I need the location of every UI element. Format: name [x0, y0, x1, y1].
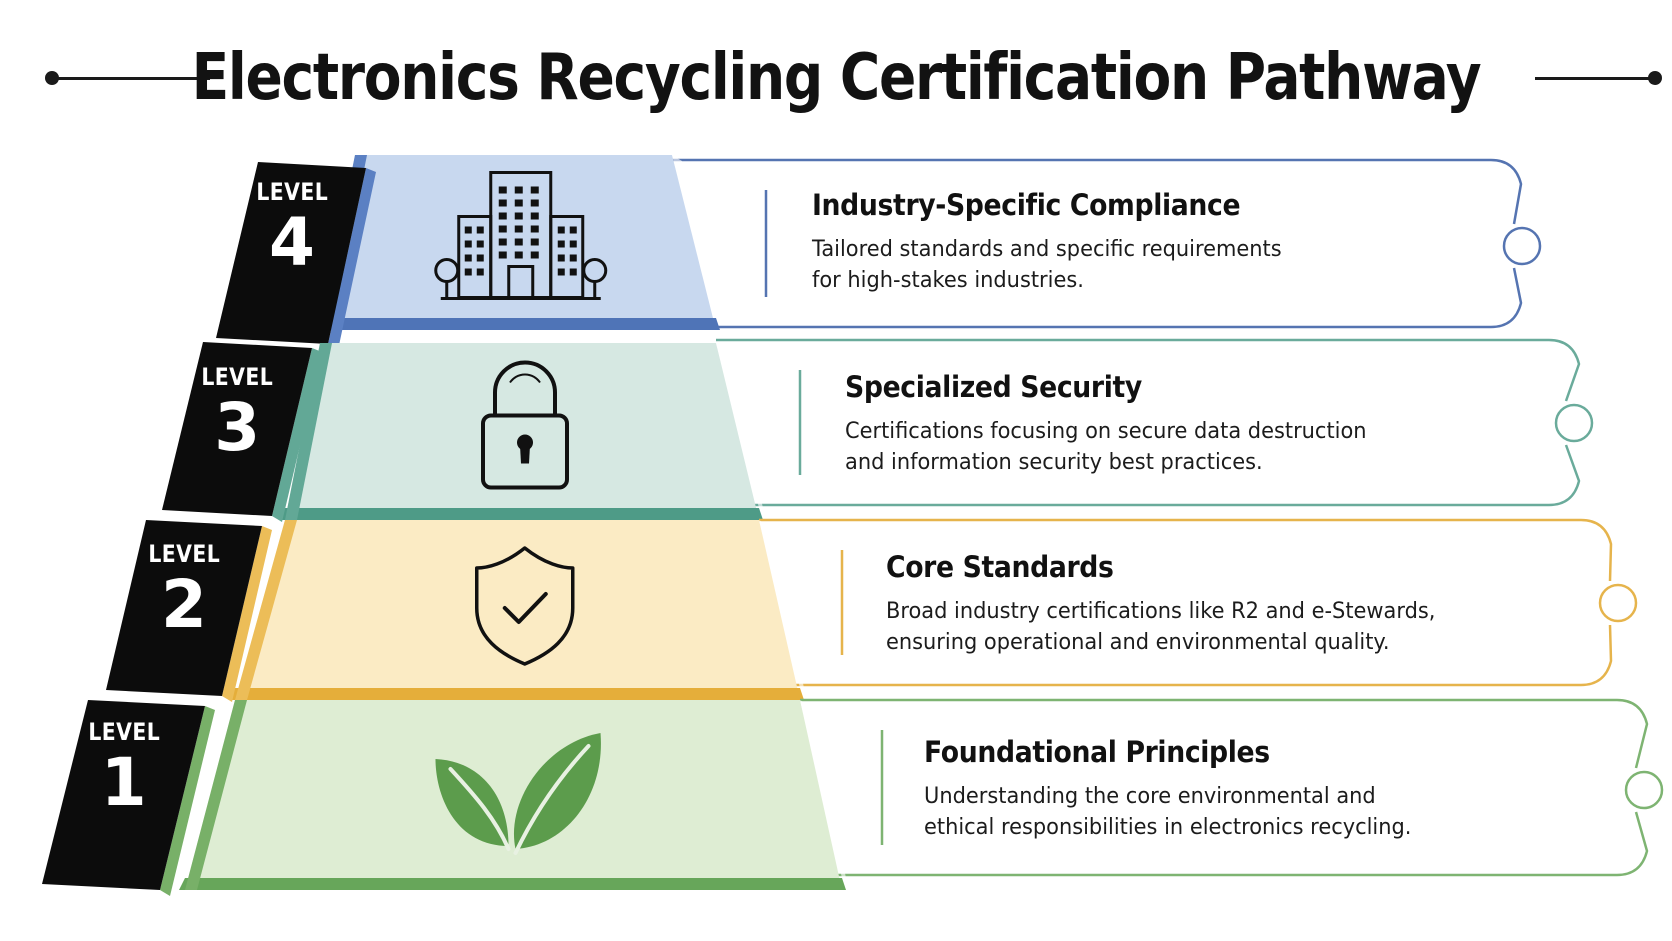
tier-face-level-1 — [185, 700, 842, 890]
tier-face-level-2 — [235, 520, 800, 700]
connector-node-level-1 — [1624, 770, 1664, 810]
level-badge-bg-4 — [216, 162, 366, 344]
leaf-icon — [435, 733, 601, 855]
card-outline-level-1 — [800, 698, 1649, 877]
page-title: Electronics Recycling Certification Path… — [191, 41, 1482, 115]
level-badge-bg-3 — [162, 342, 312, 516]
tier-highlight-level-2 — [759, 520, 804, 688]
card-description: Tailored standards and specific requirem… — [812, 234, 1407, 296]
level-4 — [216, 155, 1542, 350]
card-description-line: Tailored standards and specific requirem… — [812, 236, 1282, 262]
card-title: Industry-Specific Compliance — [812, 188, 1241, 222]
tier-highlight-level-4 — [672, 155, 720, 318]
card-description-line: for high-stakes industries. — [812, 267, 1084, 293]
tier-base-level-3 — [279, 508, 763, 520]
badge-side-level-4 — [328, 168, 376, 350]
card-description-line: Broad industry certifications like R2 an… — [886, 598, 1436, 624]
card-description: Understanding the core environmental and… — [924, 781, 1519, 843]
card-title: Specialized Security — [845, 370, 1142, 404]
level-1 — [42, 698, 1664, 896]
shield-check-icon — [475, 546, 575, 666]
level-badge-bg-1 — [42, 700, 205, 890]
level-badge-bg-2 — [106, 520, 262, 696]
tier-base-level-1 — [179, 878, 846, 890]
tier-edge-level-1 — [185, 700, 247, 890]
tier-edge-level-3 — [285, 343, 332, 520]
title-divider-right — [1535, 77, 1655, 80]
level-2 — [106, 518, 1638, 702]
tier-edge-level-2 — [235, 520, 297, 700]
badge-side-level-2 — [222, 526, 272, 702]
title-row: Electronics Recycling Certification Path… — [0, 18, 1672, 138]
title-divider-left — [52, 77, 210, 80]
card-outline-level-4 — [672, 158, 1523, 329]
card-description: Certifications focusing on secure data d… — [845, 416, 1440, 478]
card-description-line: ensuring operational and environmental q… — [886, 629, 1390, 655]
title-divider-left-dot — [45, 71, 59, 85]
tier-face-level-3 — [285, 343, 759, 520]
card-description: Broad industry certifications like R2 an… — [886, 596, 1481, 658]
tier-base-level-4 — [314, 318, 720, 330]
tier-base-level-2 — [229, 688, 804, 700]
padlock-icon — [481, 360, 569, 490]
card-description-line: ethical responsibilities in electronics … — [924, 814, 1412, 840]
card-description-line: Understanding the core environmental and — [924, 783, 1376, 809]
card-title: Core Standards — [886, 550, 1114, 584]
connector-node-level-3 — [1554, 403, 1594, 443]
badge-side-level-3 — [272, 348, 322, 522]
tier-highlight-level-1 — [800, 700, 846, 878]
card-outline-level-3 — [716, 338, 1581, 507]
office-building-icon — [434, 171, 608, 300]
card-title: Foundational Principles — [924, 735, 1270, 769]
card-description-line: and information security best practices. — [845, 449, 1263, 475]
level-3 — [162, 338, 1594, 522]
card-outline-level-2 — [759, 518, 1613, 687]
tier-highlight-level-3 — [716, 343, 763, 508]
title-divider-right-dot — [1648, 71, 1662, 85]
connector-node-level-4 — [1502, 226, 1542, 266]
card-description-line: Certifications focusing on secure data d… — [845, 418, 1367, 444]
badge-side-level-1 — [160, 706, 215, 896]
connector-node-level-2 — [1598, 583, 1638, 623]
